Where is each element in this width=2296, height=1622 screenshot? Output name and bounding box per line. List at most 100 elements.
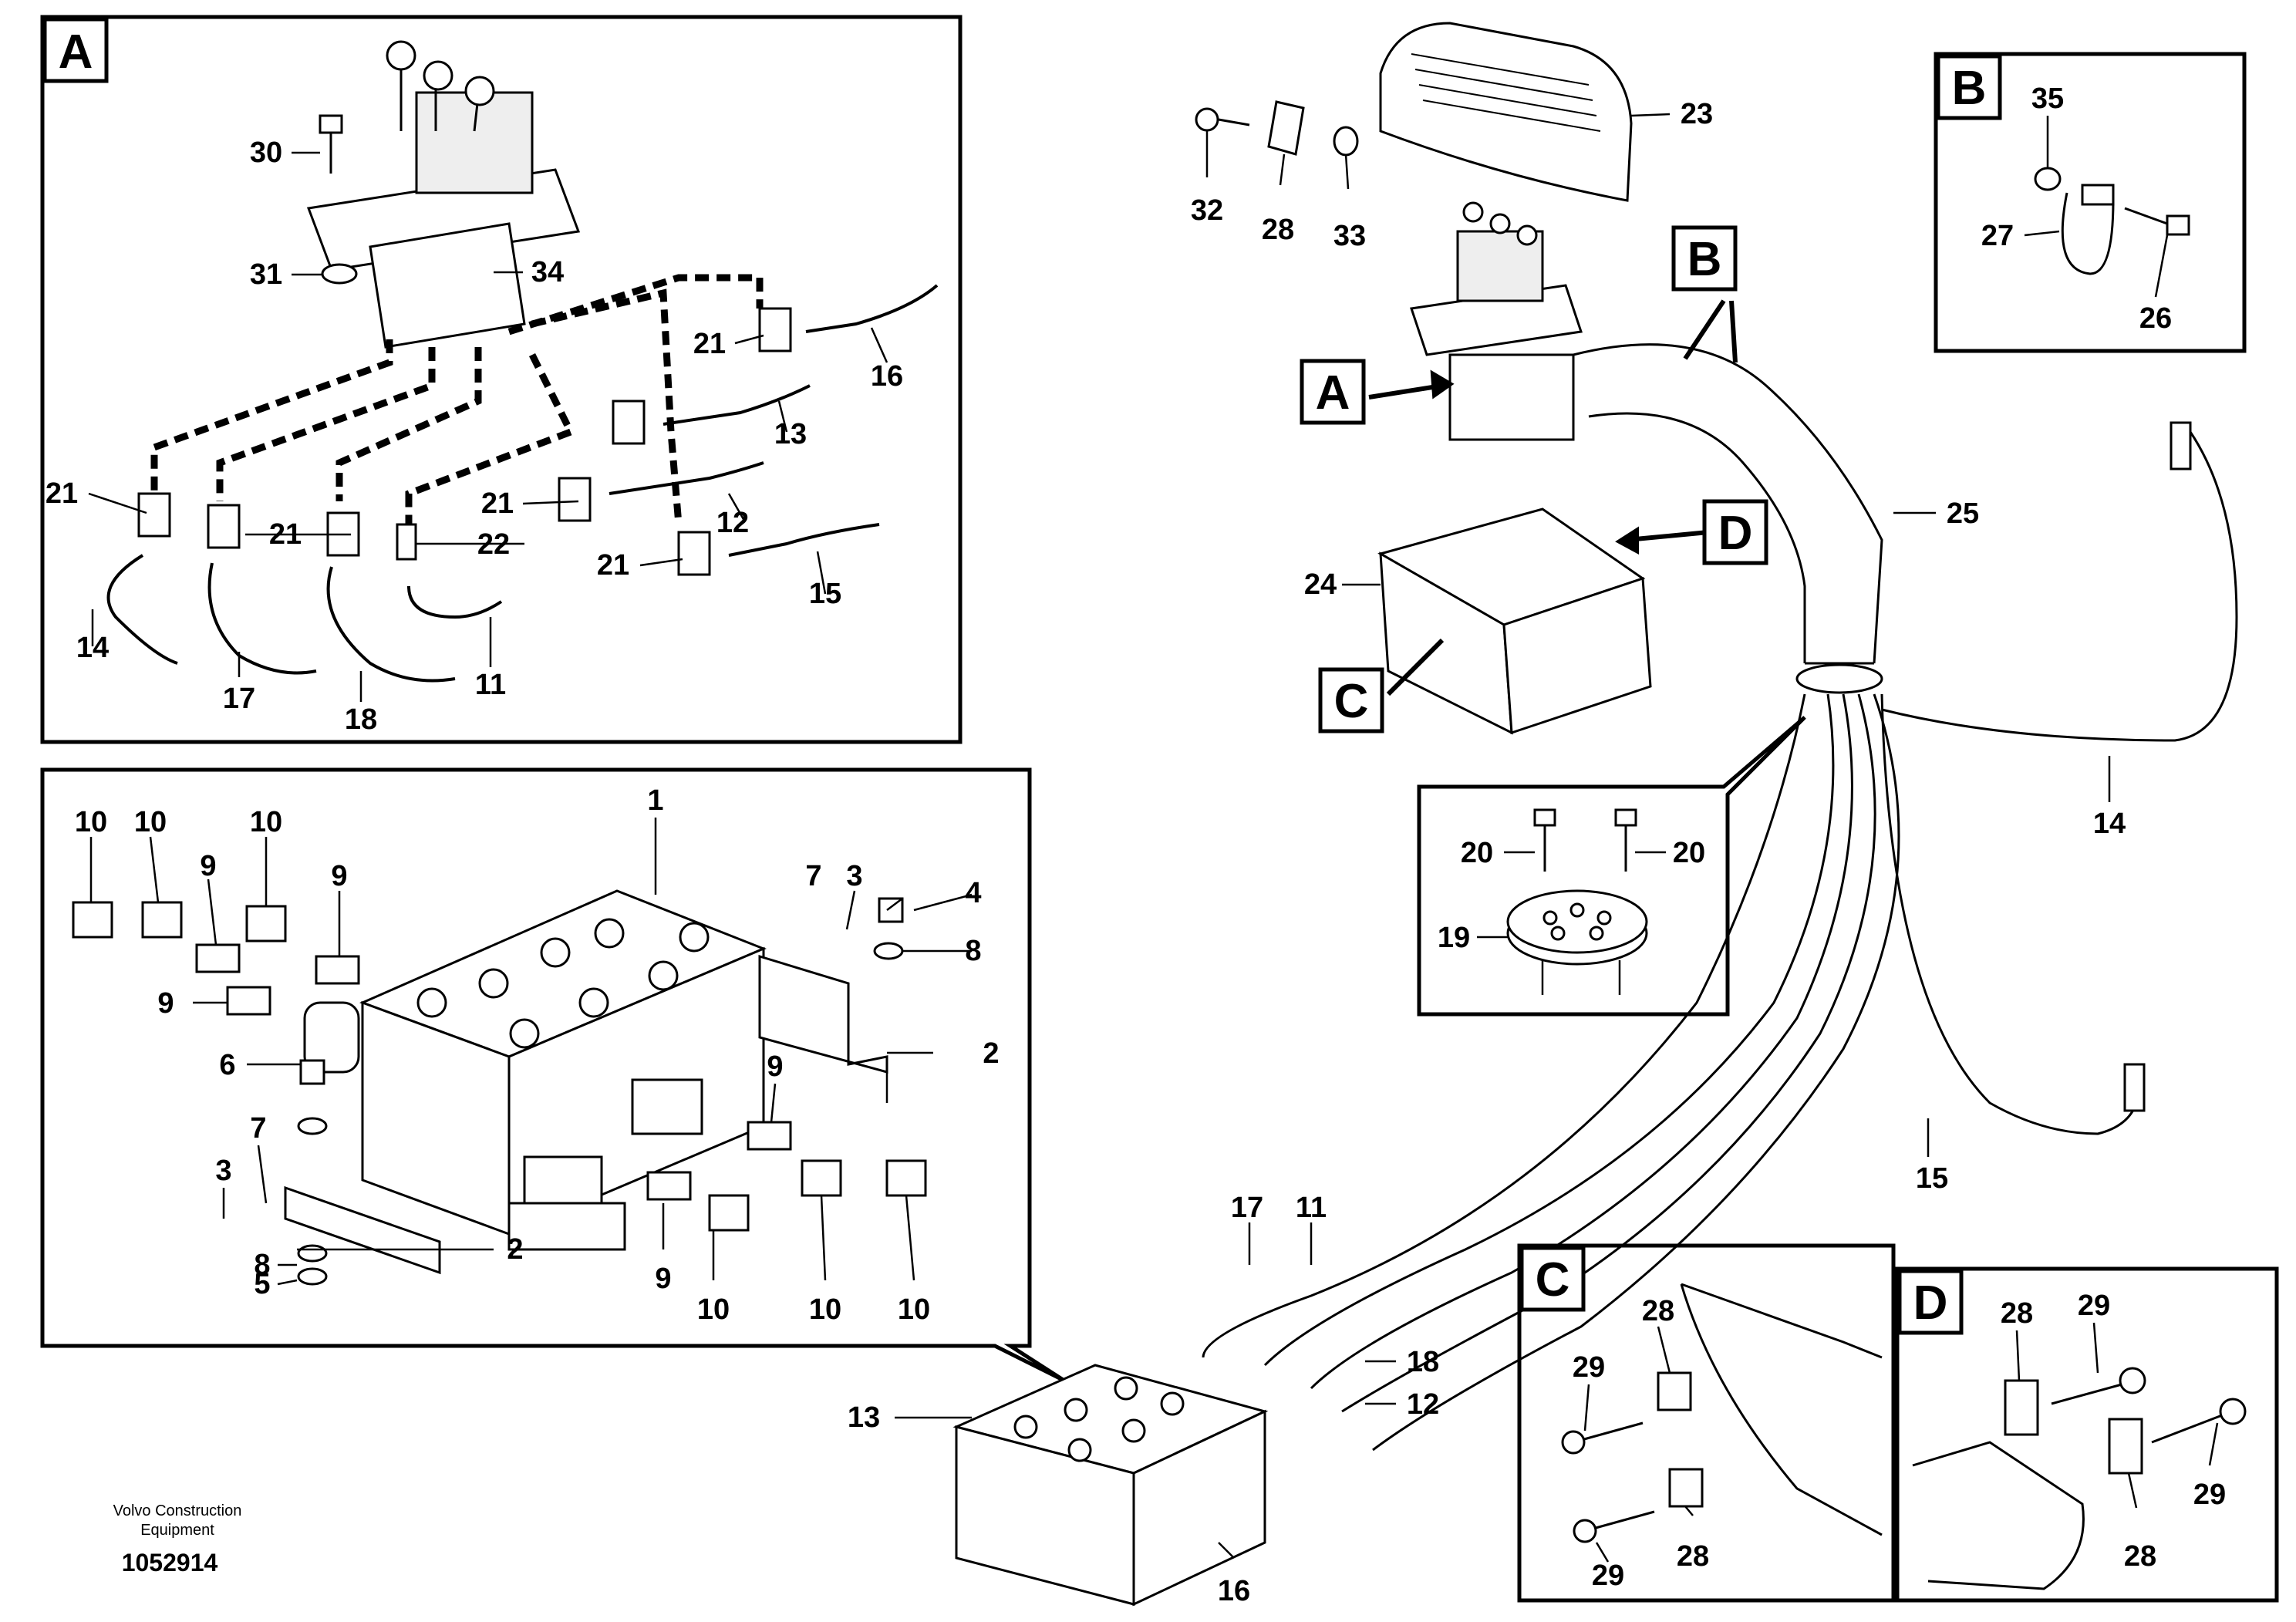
pilot-valve-assembly (306, 40, 581, 349)
detail-b-panel: B 35 27 26 (1934, 52, 2247, 353)
grommet-detail-panel: 20 20 19 (1417, 716, 1806, 1017)
callout-16: 16 (871, 360, 903, 393)
detail-a-tag: A (59, 25, 93, 79)
pilot-valve-installed (1410, 201, 1583, 441)
hose-bundle-sleeve (1202, 343, 2238, 1452)
callout-26: 26 (2139, 302, 2172, 335)
callout-3a: 3 (846, 860, 862, 892)
callout-21d: 21 (481, 487, 514, 520)
callout-16-main: 16 (1218, 1575, 1250, 1607)
callout-2b: 2 (507, 1233, 523, 1266)
callout-29c-bottom: 29 (1592, 1560, 1624, 1592)
callout-6: 6 (219, 1049, 235, 1081)
callout-22: 22 (477, 528, 510, 561)
callout-24: 24 (1304, 568, 1337, 601)
callout-10a: 10 (75, 806, 107, 838)
detail-a-panel: A (40, 15, 963, 744)
callout-15-main: 15 (1916, 1162, 1948, 1195)
callout-12-main: 12 (1407, 1388, 1439, 1421)
main-assembly-view: 23 32 28 33 25 24 14 15 17 11 18 12 13 1… (848, 22, 2238, 1607)
main-valve-detail-panel: 1 10 10 10 9 9 9 3 4 7 8 6 2 7 3 9 8 5 2… (40, 767, 1066, 1383)
clamp-27 (2061, 184, 2115, 275)
detail-b-tag: B (1952, 62, 1987, 115)
callout-27: 27 (1981, 220, 2014, 252)
bracket-outline-d (1912, 1441, 2085, 1590)
callout-21b: 21 (46, 477, 78, 510)
washer-31 (321, 263, 358, 285)
callout-29c-top: 29 (1573, 1351, 1605, 1384)
callout-10b: 10 (134, 806, 167, 838)
washer-35 (2034, 167, 2062, 191)
screws-29-c (1561, 1421, 1655, 1543)
callout-29d-bottom: 29 (2193, 1479, 2226, 1511)
callout-28c-top: 28 (1642, 1295, 1674, 1327)
callout-11-main: 11 (1296, 1192, 1327, 1224)
detail-a-leaders (88, 151, 888, 702)
callout-4: 4 (965, 877, 981, 909)
callout-7a: 7 (805, 860, 821, 892)
pointer-arrows (1368, 299, 1738, 696)
callout-20a: 20 (1461, 837, 1493, 869)
drawing-number: 1052914 (122, 1549, 218, 1576)
detail-d-panel: D 28 29 29 28 (1895, 1266, 2279, 1603)
callout-21e: 21 (597, 549, 629, 582)
callout-20b: 20 (1673, 837, 1705, 869)
main-valve-installed (952, 1364, 1269, 1607)
callout-9e: 9 (655, 1263, 671, 1295)
callout-31: 31 (250, 258, 282, 291)
clips-28-c (1657, 1371, 1704, 1508)
callout-28d-bottom: 28 (2124, 1540, 2156, 1573)
main-tag-c: C (1334, 675, 1369, 728)
company-name-line2: Equipment (140, 1522, 214, 1539)
control-valve-block (303, 889, 767, 1251)
valve-leaders (89, 818, 973, 1286)
callout-35: 35 (2031, 83, 2064, 115)
callout-17-main: 17 (1231, 1192, 1263, 1224)
callout-30: 30 (250, 137, 282, 169)
callout-18-main: 18 (1407, 1346, 1439, 1378)
callout-10c: 10 (250, 806, 282, 838)
pilot-lines-dashed (150, 274, 764, 525)
bracket-outline-c (1680, 1283, 1883, 1536)
callout-8a: 8 (965, 935, 981, 967)
callout-33: 33 (1333, 220, 1366, 252)
callout-10d: 10 (697, 1293, 730, 1326)
control-cover (1379, 22, 1633, 202)
bolt-26 (2124, 207, 2190, 236)
callout-17: 17 (223, 683, 255, 715)
callout-10f: 10 (898, 1293, 930, 1326)
hose-end-fittings (2123, 421, 2192, 1112)
callout-21c: 21 (269, 518, 302, 551)
main-view-tags: A B C D (1300, 225, 1768, 733)
callout-13-main: 13 (848, 1401, 880, 1434)
callout-25: 25 (1947, 497, 1979, 530)
callout-13: 13 (774, 418, 807, 450)
detail-c-tag: C (1536, 1253, 1570, 1307)
callout-11: 11 (475, 669, 506, 701)
pilot-hoses (106, 284, 939, 683)
callout-1: 1 (647, 784, 663, 817)
callout-7b: 7 (250, 1112, 266, 1145)
screw-32-plate-28-washer-33 (1195, 100, 1359, 157)
callout-12: 12 (716, 507, 749, 539)
detail-c-panel: C 28 29 29 28 (1517, 1243, 1896, 1603)
detail-b-leaders (2024, 116, 2169, 298)
valve-fittings (72, 897, 927, 1286)
footer-block: Volvo Construction Equipment 1052914 (113, 1502, 242, 1576)
callout-28c-bottom: 28 (1677, 1540, 1709, 1573)
main-tag-d: D (1718, 507, 1753, 560)
detail-d-leaders (2015, 1322, 2219, 1509)
bracket-24 (1377, 508, 1652, 735)
bolt-30 (319, 114, 343, 174)
detail-d-tag: D (1913, 1276, 1948, 1330)
clips-28-d (2004, 1379, 2143, 1475)
main-view-leaders (895, 113, 2111, 1559)
main-tag-b: B (1687, 233, 1722, 286)
callout-14: 14 (76, 632, 109, 664)
callout-5: 5 (254, 1268, 270, 1300)
callout-3b: 3 (215, 1155, 231, 1187)
callout-8b: 8 (254, 1249, 270, 1281)
callout-32: 32 (1191, 194, 1223, 227)
bolts-20 (1533, 808, 1637, 872)
